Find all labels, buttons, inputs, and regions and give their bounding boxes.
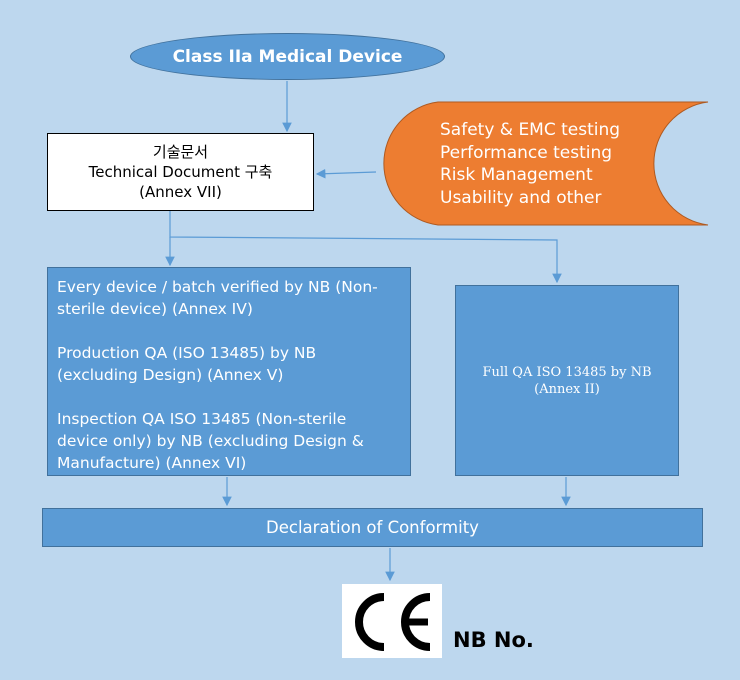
class-title-ellipse: Class IIa Medical Device: [130, 33, 445, 80]
testing-item: Safety & EMC testing: [440, 120, 621, 140]
declaration-label: Declaration of Conformity: [266, 518, 479, 537]
arrow-tech-branch-right: [169, 211, 562, 284]
orange-testing-shape: [383, 101, 709, 226]
declaration-bar: Declaration of Conformity: [42, 508, 703, 547]
class-title: Class IIa Medical Device: [172, 46, 403, 67]
option-annex-iv: Every device / batch verified by NB (Non…: [57, 278, 378, 318]
nb-number-label: NB No.: [453, 628, 534, 652]
testing-item: Risk Management: [440, 165, 593, 185]
testing-item: Performance testing: [440, 142, 613, 163]
ce-mark-logo: [342, 584, 442, 658]
testing-list: Safety & EMC testing Performance testing…: [440, 119, 620, 209]
full-qa-box: Full QA ISO 13485 by NB (Annex II): [455, 285, 679, 476]
full-qa-line-1: Full QA ISO 13485 by NB: [482, 364, 652, 380]
option-annex-v: Production QA (ISO 13485) by NB (excludi…: [57, 344, 317, 384]
ce-mark-icon: [355, 593, 431, 651]
testing-item: Usability and other: [440, 187, 602, 208]
full-qa-line-2: (Annex II): [534, 381, 600, 397]
tech-line-3: (Annex VII): [139, 183, 222, 201]
tech-line-1: 기술문서: [152, 143, 209, 161]
technical-document-box: 기술문서 Technical Document 구축 (Annex VII): [47, 133, 314, 211]
arrow-testing-to-tech: [315, 168, 377, 179]
conformity-options-box: Every device / batch verified by NB (Non…: [47, 267, 411, 476]
tech-line-2: Technical Document 구축: [88, 163, 273, 181]
option-annex-vi: Inspection QA ISO 13485 (Non-sterile dev…: [57, 410, 364, 472]
